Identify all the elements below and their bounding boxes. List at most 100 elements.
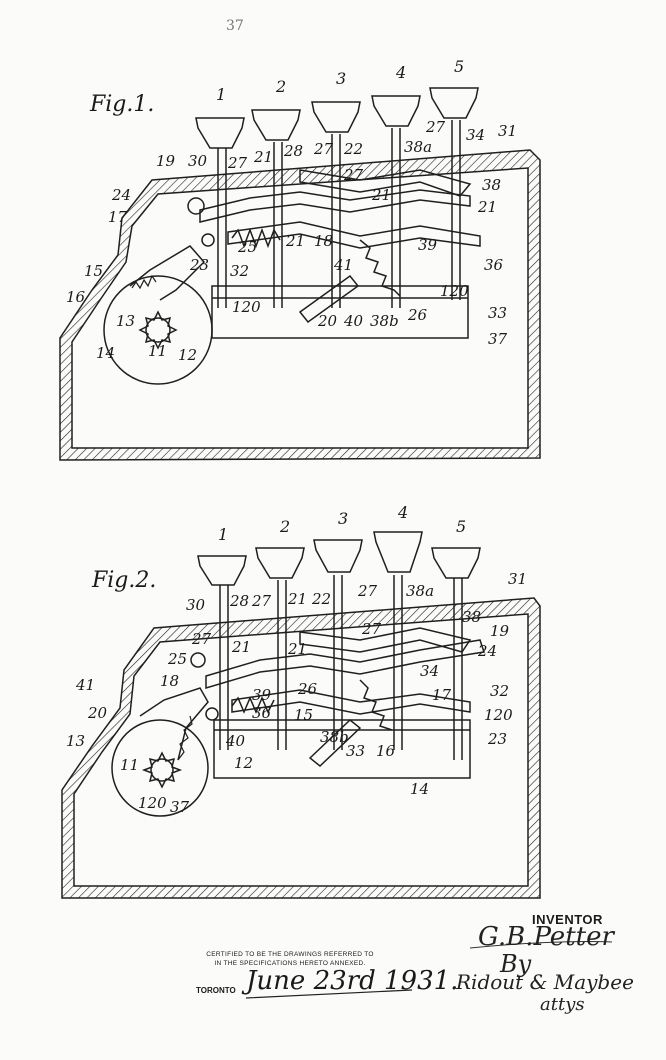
fig2-numeral-27: 40 bbox=[225, 732, 246, 750]
fig2-numeral-1: 28 bbox=[229, 592, 249, 610]
fig1-numeral-36: 11 bbox=[148, 342, 167, 360]
fig1-numeral-35: 13 bbox=[116, 312, 135, 330]
fig1-numeral-15: 18 bbox=[314, 232, 333, 250]
fig2-numeral-22: 41 bbox=[75, 676, 95, 694]
fig1-numeral-16: 27 bbox=[343, 166, 364, 184]
fig1-key-numeral-3: 4 bbox=[395, 63, 406, 82]
fig2-levers bbox=[205, 627, 485, 715]
fig2-numeral-18: 26 bbox=[297, 680, 318, 698]
fig1-numeral-34: 37 bbox=[488, 330, 508, 348]
fig1-levers bbox=[199, 169, 481, 249]
fig1-numeral-4: 28 bbox=[283, 142, 303, 160]
fig1-numeral-26: 36 bbox=[484, 256, 504, 274]
fig1-numeral-23: 32 bbox=[230, 262, 249, 280]
fig2-numeral-5: 27 bbox=[357, 582, 378, 600]
fig2-numeral-19: 34 bbox=[420, 662, 439, 680]
fig2-rack-sector bbox=[139, 687, 209, 761]
fig1-numeral-11: 24 bbox=[111, 186, 131, 204]
fig1-rack-sector bbox=[129, 245, 206, 301]
fig1-numeral-12: 17 bbox=[108, 208, 128, 226]
fig1-numeral-19: 21 bbox=[477, 198, 497, 216]
fig2-spring-25 bbox=[231, 696, 275, 714]
fig1-casing-wall bbox=[59, 149, 541, 461]
fig2-numeral-31: 23 bbox=[487, 730, 507, 748]
fig1-numeral-20: 15 bbox=[84, 262, 103, 280]
fig2-numeral-2: 27 bbox=[251, 592, 272, 610]
fig1-numeral-24: 41 bbox=[333, 256, 353, 274]
signature-flourish bbox=[469, 940, 613, 949]
inventor-heading: INVENTOR bbox=[532, 912, 603, 927]
fig2-numeral-34: 11 bbox=[120, 756, 139, 774]
fig2-numeral-11: 27 bbox=[361, 620, 382, 638]
fig2-numeral-14: 24 bbox=[477, 642, 497, 660]
fig1-numeral-0: 19 bbox=[156, 152, 176, 170]
fig1-numeral-27: 120 bbox=[232, 298, 261, 316]
fig1-spring-25 bbox=[231, 227, 281, 249]
fig2-drum-14 bbox=[111, 719, 209, 817]
fig2-pinion-11 bbox=[141, 751, 183, 789]
fig1-numeral-31: 38b bbox=[370, 312, 399, 330]
corner-mark: 37 bbox=[226, 18, 244, 34]
fig1-key-numeral-2: 3 bbox=[336, 69, 346, 88]
fig2-numeral-15: 25 bbox=[167, 650, 187, 668]
fig1-numeral-13: 25 bbox=[237, 238, 257, 256]
fig2-numeral-21: 32 bbox=[490, 682, 509, 700]
fig1-spring-26 bbox=[359, 239, 401, 297]
certification-line-2: IN THE SPECIFICATIONS HERETO ANNEXED. bbox=[214, 960, 366, 967]
fig2-numeral-37: 14 bbox=[410, 780, 429, 798]
certification-date: June 23rd 1931. bbox=[246, 966, 459, 996]
figure-1-drawing bbox=[59, 87, 541, 461]
fig2-numeral-9: 21 bbox=[231, 638, 251, 656]
fig2-base-frame bbox=[213, 719, 471, 779]
fig2-numeral-10: 21 bbox=[287, 640, 307, 658]
figure-1-title: Fig.1. bbox=[90, 92, 155, 117]
fig1-numeral-32: 26 bbox=[407, 306, 428, 324]
fig1-numeral-2: 27 bbox=[227, 154, 248, 172]
fig2-numeral-32: 13 bbox=[66, 732, 85, 750]
fig1-numeral-25: 39 bbox=[418, 236, 438, 254]
fig1-numeral-21: 16 bbox=[66, 288, 86, 306]
fig2-numeral-0: 30 bbox=[186, 596, 206, 614]
fig2-numeral-25: 120 bbox=[484, 706, 513, 724]
fig2-key-stems bbox=[219, 575, 463, 760]
fig2-numeral-33: 12 bbox=[234, 754, 253, 772]
certification-text: CERTIFIED TO BE THE DRAWINGS REFERRED TO… bbox=[190, 950, 390, 968]
fig1-numeral-14: 21 bbox=[285, 232, 305, 250]
fig2-numeral-3: 21 bbox=[287, 590, 307, 608]
fig2-key-numeral-4: 5 bbox=[456, 517, 466, 536]
fig1-key-numeral-0: 1 bbox=[216, 85, 226, 104]
fig2-key-numeral-2: 3 bbox=[338, 509, 348, 528]
fig1-numeral-1: 30 bbox=[188, 152, 208, 170]
fig1-pinion-11 bbox=[138, 310, 178, 350]
fig1-numeral-8: 27 bbox=[425, 118, 446, 136]
fig1-numeral-33: 33 bbox=[488, 304, 507, 322]
fig2-numeral-7: 31 bbox=[508, 570, 527, 588]
fig2-numeral-20: 17 bbox=[432, 686, 452, 704]
date-underline bbox=[245, 989, 413, 999]
certification-city: TORONTO bbox=[196, 986, 236, 995]
fig1-numeral-17: 21 bbox=[371, 186, 391, 204]
fig2-numeral-36: 37 bbox=[170, 798, 190, 816]
fig2-spring-26 bbox=[359, 679, 393, 731]
fig2-key-numeral-3: 4 bbox=[397, 503, 408, 522]
fig2-numeral-28: 38b bbox=[320, 728, 349, 746]
fig1-key-numeral-4: 5 bbox=[454, 57, 464, 76]
inventor-by: By bbox=[500, 950, 532, 978]
fig1-numeral-38: 14 bbox=[96, 344, 115, 362]
fig2-numeral-26: 20 bbox=[87, 704, 108, 722]
fig1-key-caps bbox=[195, 87, 479, 149]
inventor-attys: attys bbox=[540, 994, 585, 1015]
fig2-key-caps bbox=[197, 531, 481, 586]
fig1-numeral-22: 23 bbox=[189, 256, 209, 274]
fig2-numeral-6: 38a bbox=[406, 582, 434, 600]
fig2-numeral-17: 39 bbox=[252, 686, 272, 704]
fig2-numeral-16: 18 bbox=[160, 672, 179, 690]
fig2-numeral-8: 27 bbox=[191, 630, 212, 648]
fig2-key-numeral-1: 2 bbox=[279, 517, 290, 536]
fig1-numeral-28: 120 bbox=[440, 282, 469, 300]
fig1-numeral-7: 38a bbox=[404, 138, 432, 156]
fig2-numeral-29: 33 bbox=[346, 742, 365, 760]
